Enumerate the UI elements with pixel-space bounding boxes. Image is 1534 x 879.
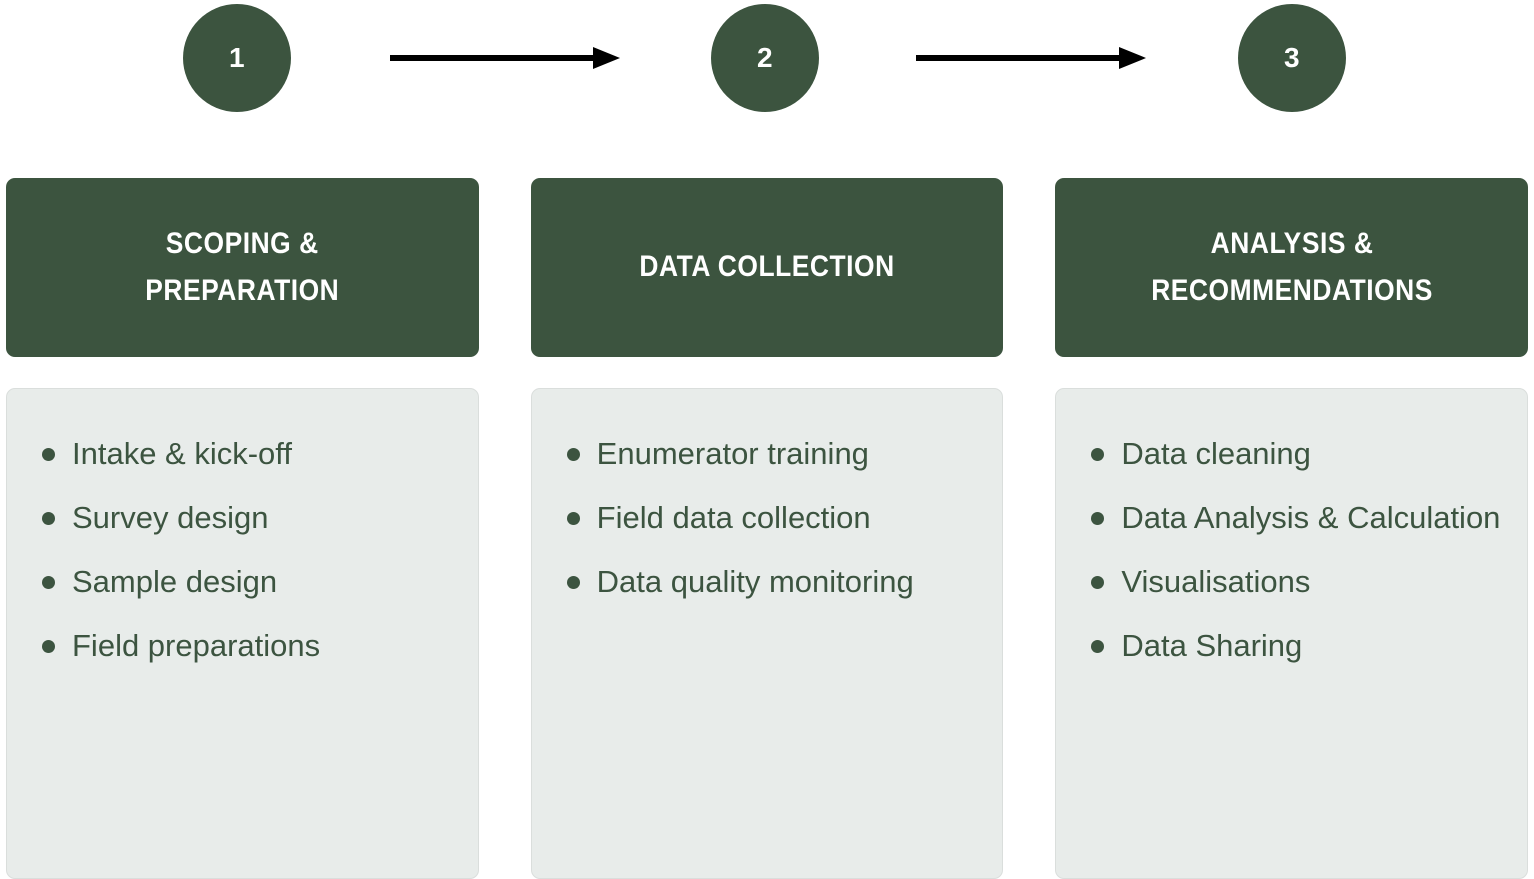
phase-columns: SCOPING & PREPARATION Intake & kick-off … <box>0 178 1534 879</box>
list-item: Field preparations <box>25 615 460 677</box>
phase-task-list: Data cleaning Data Analysis & Calculatio… <box>1074 423 1509 677</box>
list-item: Visualisations <box>1074 551 1509 613</box>
list-item: Data Sharing <box>1074 615 1509 677</box>
phase-body-analysis-recommendations: Data cleaning Data Analysis & Calculatio… <box>1055 388 1529 879</box>
phase-column-data-collection: DATA COLLECTION Enumerator training Fiel… <box>530 178 1004 879</box>
step-circle-3[interactable]: 3 <box>1238 4 1346 112</box>
phase-task-list: Enumerator training Field data collectio… <box>550 423 985 613</box>
phase-task-list: Intake & kick-off Survey design Sample d… <box>25 423 460 677</box>
phase-header-scoping-preparation[interactable]: SCOPING & PREPARATION <box>6 178 479 357</box>
list-item: Data quality monitoring <box>550 551 985 613</box>
phase-body-scoping-preparation: Intake & kick-off Survey design Sample d… <box>6 388 479 879</box>
list-item: Sample design <box>25 551 460 613</box>
phase-header-analysis-recommendations[interactable]: ANALYSIS & RECOMMENDATIONS <box>1055 178 1529 357</box>
phase-header-label: DATA COLLECTION <box>639 250 895 284</box>
step-number-2: 2 <box>756 42 774 73</box>
phase-column-scoping-preparation: SCOPING & PREPARATION Intake & kick-off … <box>6 178 479 879</box>
list-item: Field data collection <box>550 487 985 549</box>
arrow-right-icon <box>916 47 1146 69</box>
step-circle-1[interactable]: 1 <box>183 4 291 112</box>
list-item: Data Analysis & Calculation <box>1074 487 1509 549</box>
list-item: Intake & kick-off <box>25 423 460 485</box>
arrow-step2-to-step3 <box>916 42 1146 74</box>
arrow-right-icon <box>390 47 620 69</box>
step-number-1: 1 <box>228 42 246 73</box>
phase-body-data-collection: Enumerator training Field data collectio… <box>530 388 1004 879</box>
phase-header-label: ANALYSIS & RECOMMENDATIONS <box>1150 226 1433 307</box>
phase-header-data-collection[interactable]: DATA COLLECTION <box>530 178 1004 357</box>
step-circle-2[interactable]: 2 <box>711 4 819 112</box>
list-item: Survey design <box>25 487 460 549</box>
phase-header-label: SCOPING & PREPARATION <box>145 226 340 307</box>
list-item: Enumerator training <box>550 423 985 485</box>
step-number-row: 1 2 3 <box>0 0 1534 116</box>
arrow-step1-to-step2 <box>390 42 620 74</box>
phase-column-analysis-recommendations: ANALYSIS & RECOMMENDATIONS Data cleaning… <box>1055 178 1529 879</box>
step-number-3: 3 <box>1283 42 1301 73</box>
list-item: Data cleaning <box>1074 423 1509 485</box>
